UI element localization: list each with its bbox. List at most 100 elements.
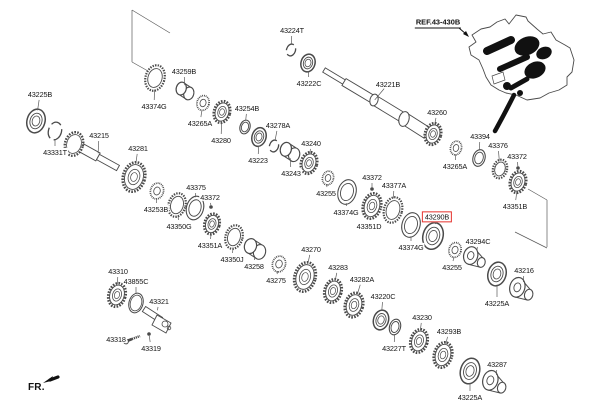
part-drawing-43281 bbox=[121, 160, 147, 194]
part-drawing-43372 bbox=[516, 166, 520, 170]
part-label-43224T-12[interactable]: 43224T bbox=[279, 25, 305, 35]
part-drawing-43294C bbox=[462, 246, 486, 268]
part-label-43220C-49[interactable]: 43220C bbox=[369, 291, 397, 301]
leader-lines bbox=[37, 35, 525, 391]
part-label-43290B-highlighted[interactable]: 43290B bbox=[421, 211, 453, 223]
part-drawing-43377A bbox=[382, 196, 404, 224]
part-label-43281-3[interactable]: 43281 bbox=[127, 143, 149, 153]
part-drawing-43222C bbox=[300, 53, 316, 73]
part-drawing-43265A bbox=[449, 140, 463, 156]
part-drawing-43287 bbox=[482, 369, 507, 394]
part-label-43351B-20[interactable]: 43351B bbox=[501, 201, 529, 211]
part-label-43374G-35[interactable]: 43374G bbox=[397, 242, 425, 252]
part-drawing-43230 bbox=[408, 327, 430, 355]
part-label-43227T-50[interactable]: 43227T bbox=[381, 343, 407, 353]
part-label-43265A-16[interactable]: 43265A bbox=[441, 161, 469, 171]
part-drawing-43310 bbox=[106, 281, 128, 309]
part-label-43855C-43[interactable]: 43855C bbox=[122, 276, 150, 286]
part-label-43255-37[interactable]: 43255 bbox=[441, 262, 463, 272]
part-label-43275-28[interactable]: 43275 bbox=[265, 275, 287, 285]
part-label-43287-54[interactable]: 43287 bbox=[486, 359, 508, 369]
part-label-43318-45[interactable]: 43318 bbox=[105, 334, 127, 344]
part-drawing-43255 bbox=[448, 241, 462, 259]
part-label-43259B-5[interactable]: 43259B bbox=[170, 66, 198, 76]
part-drawing-43290B bbox=[421, 221, 445, 251]
part-label-43225B-0[interactable]: 43225B bbox=[26, 89, 54, 99]
part-drawing-43216 bbox=[509, 276, 534, 301]
part-label-43351D-33[interactable]: 43351D bbox=[355, 221, 383, 231]
part-label-43294C-38[interactable]: 43294C bbox=[464, 236, 492, 246]
part-drawing-43394 bbox=[472, 149, 486, 167]
part-label-43240-29[interactable]: 43240 bbox=[300, 138, 322, 148]
part-label-43270-41[interactable]: 43270 bbox=[300, 244, 322, 254]
part-label-43221B-14[interactable]: 43221B bbox=[374, 79, 402, 89]
part-label-43225A-39[interactable]: 43225A bbox=[483, 298, 511, 308]
part-label-43350J-26[interactable]: 43350J bbox=[219, 254, 245, 264]
part-drawing-43855C bbox=[128, 292, 144, 314]
section-border-lines bbox=[131, 9, 548, 249]
part-drawing-43351B bbox=[508, 169, 528, 195]
part-label-43351A-25[interactable]: 43351A bbox=[196, 240, 224, 250]
part-label-43376-18[interactable]: 43376 bbox=[487, 140, 509, 150]
part-label-43321-44[interactable]: 43321 bbox=[148, 296, 170, 306]
shaft-drawing-43221B bbox=[322, 67, 431, 139]
part-label-43258-27[interactable]: 43258 bbox=[243, 261, 265, 271]
part-label-43377A-34[interactable]: 43377A bbox=[380, 180, 408, 190]
part-label-43254B-8[interactable]: 43254B bbox=[233, 103, 261, 113]
part-drawing-43255 bbox=[321, 170, 335, 186]
part-drawing-43225B bbox=[25, 108, 47, 134]
part-label-43293B-52[interactable]: 43293B bbox=[435, 326, 463, 336]
part-label-43319-46[interactable]: 43319 bbox=[140, 343, 162, 353]
part-label-43222C-13[interactable]: 43222C bbox=[295, 78, 323, 88]
part-label-43216-40[interactable]: 43216 bbox=[513, 265, 535, 275]
part-label-43372-24[interactable]: 43372 bbox=[199, 192, 221, 202]
part-drawings bbox=[25, 43, 534, 394]
part-label-43282A-48[interactable]: 43282A bbox=[348, 274, 376, 284]
part-drawing-43374G bbox=[337, 179, 357, 205]
part-drawing-43278A bbox=[268, 139, 280, 153]
part-label-43260-15[interactable]: 43260 bbox=[426, 107, 448, 117]
part-label-43230-51[interactable]: 43230 bbox=[411, 312, 433, 322]
part-label-43255-30[interactable]: 43255 bbox=[315, 188, 337, 198]
part-label-43278A-10[interactable]: 43278A bbox=[264, 120, 292, 130]
part-drawing-43260 bbox=[423, 121, 443, 147]
part-drawing-43224T bbox=[285, 43, 297, 57]
part-label-43215-2[interactable]: 43215 bbox=[88, 130, 110, 140]
part-label-43350G-22[interactable]: 43350G bbox=[165, 221, 193, 231]
part-drawing-43319 bbox=[147, 332, 151, 336]
ref-callout-link[interactable]: REF.43-430B bbox=[414, 17, 462, 29]
part-drawing-43351D bbox=[361, 191, 383, 221]
part-drawing-43293B bbox=[432, 340, 454, 370]
transaxle-housing bbox=[458, 14, 575, 134]
part-label-43283-47[interactable]: 43283 bbox=[327, 262, 349, 272]
part-label-43253B-21[interactable]: 43253B bbox=[142, 204, 170, 214]
shaft-drawing-43321 bbox=[141, 305, 172, 334]
part-label-43374G-4[interactable]: 43374G bbox=[140, 101, 168, 111]
part-label-43265A-6[interactable]: 43265A bbox=[186, 118, 214, 128]
fr-label: FR. bbox=[28, 382, 45, 393]
part-drawing-43259B bbox=[175, 81, 195, 101]
part-label-43375-23[interactable]: 43375 bbox=[185, 182, 207, 192]
part-drawing-43350J bbox=[224, 224, 244, 250]
part-label-43331T-1[interactable]: 43331T bbox=[42, 147, 68, 157]
part-drawing-43375 bbox=[185, 195, 205, 221]
part-label-43374G-31[interactable]: 43374G bbox=[332, 207, 360, 217]
part-label-43372-19[interactable]: 43372 bbox=[506, 151, 528, 161]
part-label-43223-9[interactable]: 43223 bbox=[247, 155, 269, 165]
part-drawing-43351A bbox=[202, 212, 222, 236]
part-drawing-43275 bbox=[271, 255, 287, 273]
part-label-43225A-53[interactable]: 43225A bbox=[456, 392, 484, 402]
part-label-43280-7[interactable]: 43280 bbox=[210, 135, 232, 145]
part-label-43372-32[interactable]: 43372 bbox=[361, 172, 383, 182]
part-label-43243-11[interactable]: 43243 bbox=[280, 168, 302, 178]
part-drawing-43254B bbox=[239, 119, 251, 135]
part-drawing-43374G bbox=[144, 64, 166, 92]
part-label-43394-17[interactable]: 43394 bbox=[469, 131, 491, 141]
part-drawing-43258 bbox=[243, 238, 267, 260]
shaft-drawings bbox=[63, 67, 431, 334]
part-drawing-43225A bbox=[486, 261, 508, 287]
part-label-43310-42[interactable]: 43310 bbox=[107, 266, 129, 276]
shaft-drawing-43215 bbox=[63, 131, 121, 172]
